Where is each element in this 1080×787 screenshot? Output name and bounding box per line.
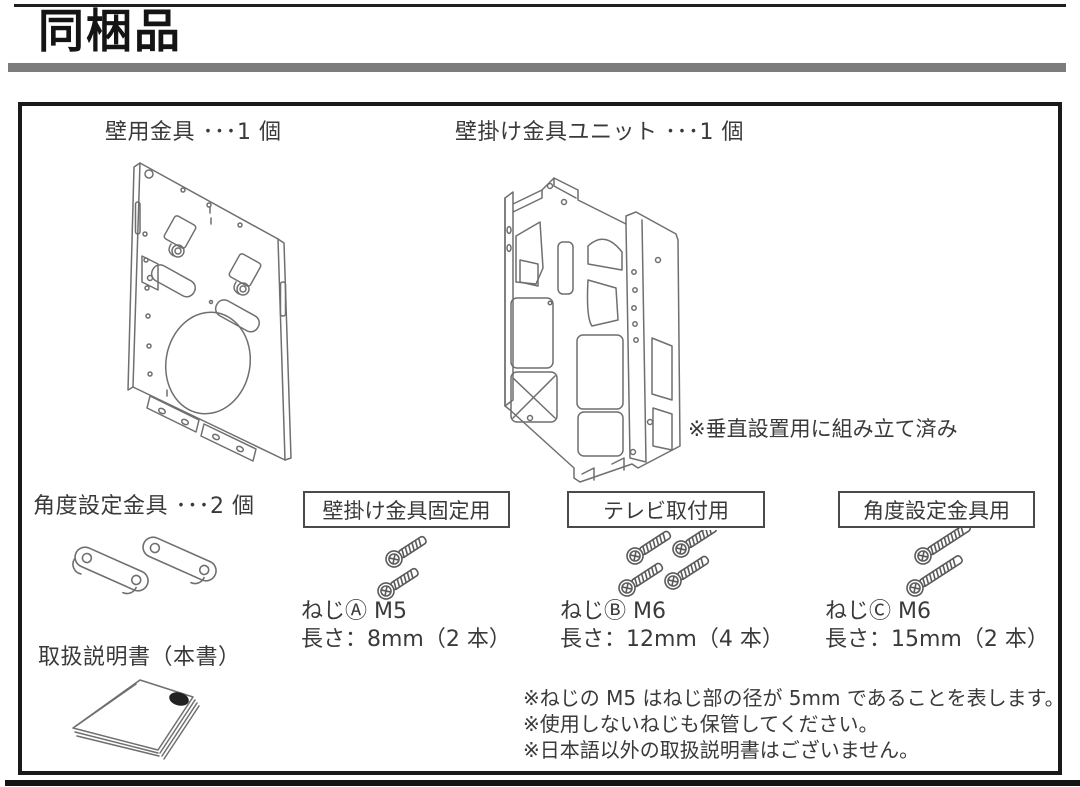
vertical-install-note: ※垂直設置用に組み立て済み bbox=[688, 417, 958, 441]
title-underline bbox=[8, 63, 1066, 72]
purpose-label: 壁掛け金具固定用 bbox=[322, 498, 491, 523]
screw-c-name: ねじⒸ M6 bbox=[825, 599, 931, 624]
angle-bracket-label: 角度設定金具 ･･･2 個 bbox=[33, 494, 255, 519]
top-rule bbox=[14, 4, 1066, 7]
page-title: 同梱品 bbox=[38, 4, 182, 58]
included-items-box: 壁用金具 ･･･1 個 壁掛け金具ユニット ･･･1 個 bbox=[18, 102, 1065, 775]
bracket-unit-label: 壁掛け金具ユニット ･･･1 個 bbox=[455, 120, 744, 145]
footnote-1: ※ねじの M5 はねじ部の径が 5mm であることを表します。 bbox=[523, 686, 1065, 710]
purpose-label: テレビ取付用 bbox=[603, 498, 729, 523]
purpose-box-tv-mounting: テレビ取付用 bbox=[567, 491, 765, 528]
manual-label: 取扱説明書（本書） bbox=[38, 645, 241, 670]
purpose-box-wall-fixing: 壁掛け金具固定用 bbox=[303, 491, 510, 528]
manual-booklet-drawing bbox=[62, 672, 232, 772]
bracket-unit-drawing bbox=[480, 168, 720, 488]
wall-plate-label: 壁用金具 ･･･1 個 bbox=[105, 120, 282, 145]
footnote-3: ※日本語以外の取扱説明書はございません。 bbox=[523, 738, 920, 762]
bottom-bar bbox=[5, 780, 1080, 786]
screw-a-length: 長さ：8mm（2 本） bbox=[301, 627, 511, 652]
angle-brackets-drawing bbox=[60, 518, 245, 608]
screw-b-length: 長さ：12mm（4 本） bbox=[560, 627, 784, 652]
footnote-2: ※使用しないねじも保管してください。 bbox=[523, 712, 879, 736]
purpose-label: 角度設定金具用 bbox=[863, 498, 1010, 523]
screw-a-name: ねじⒶ M5 bbox=[301, 599, 407, 624]
purpose-box-angle-bracket: 角度設定金具用 bbox=[838, 491, 1035, 528]
screw-b-name: ねじⒷ M6 bbox=[560, 599, 666, 624]
screw-c-length: 長さ：15mm（2 本） bbox=[825, 627, 1049, 652]
footnotes: ※ねじの M5 はねじ部の径が 5mm であることを表します。 ※使用しないねじ… bbox=[523, 685, 1065, 763]
wall-plate-drawing bbox=[100, 150, 325, 485]
